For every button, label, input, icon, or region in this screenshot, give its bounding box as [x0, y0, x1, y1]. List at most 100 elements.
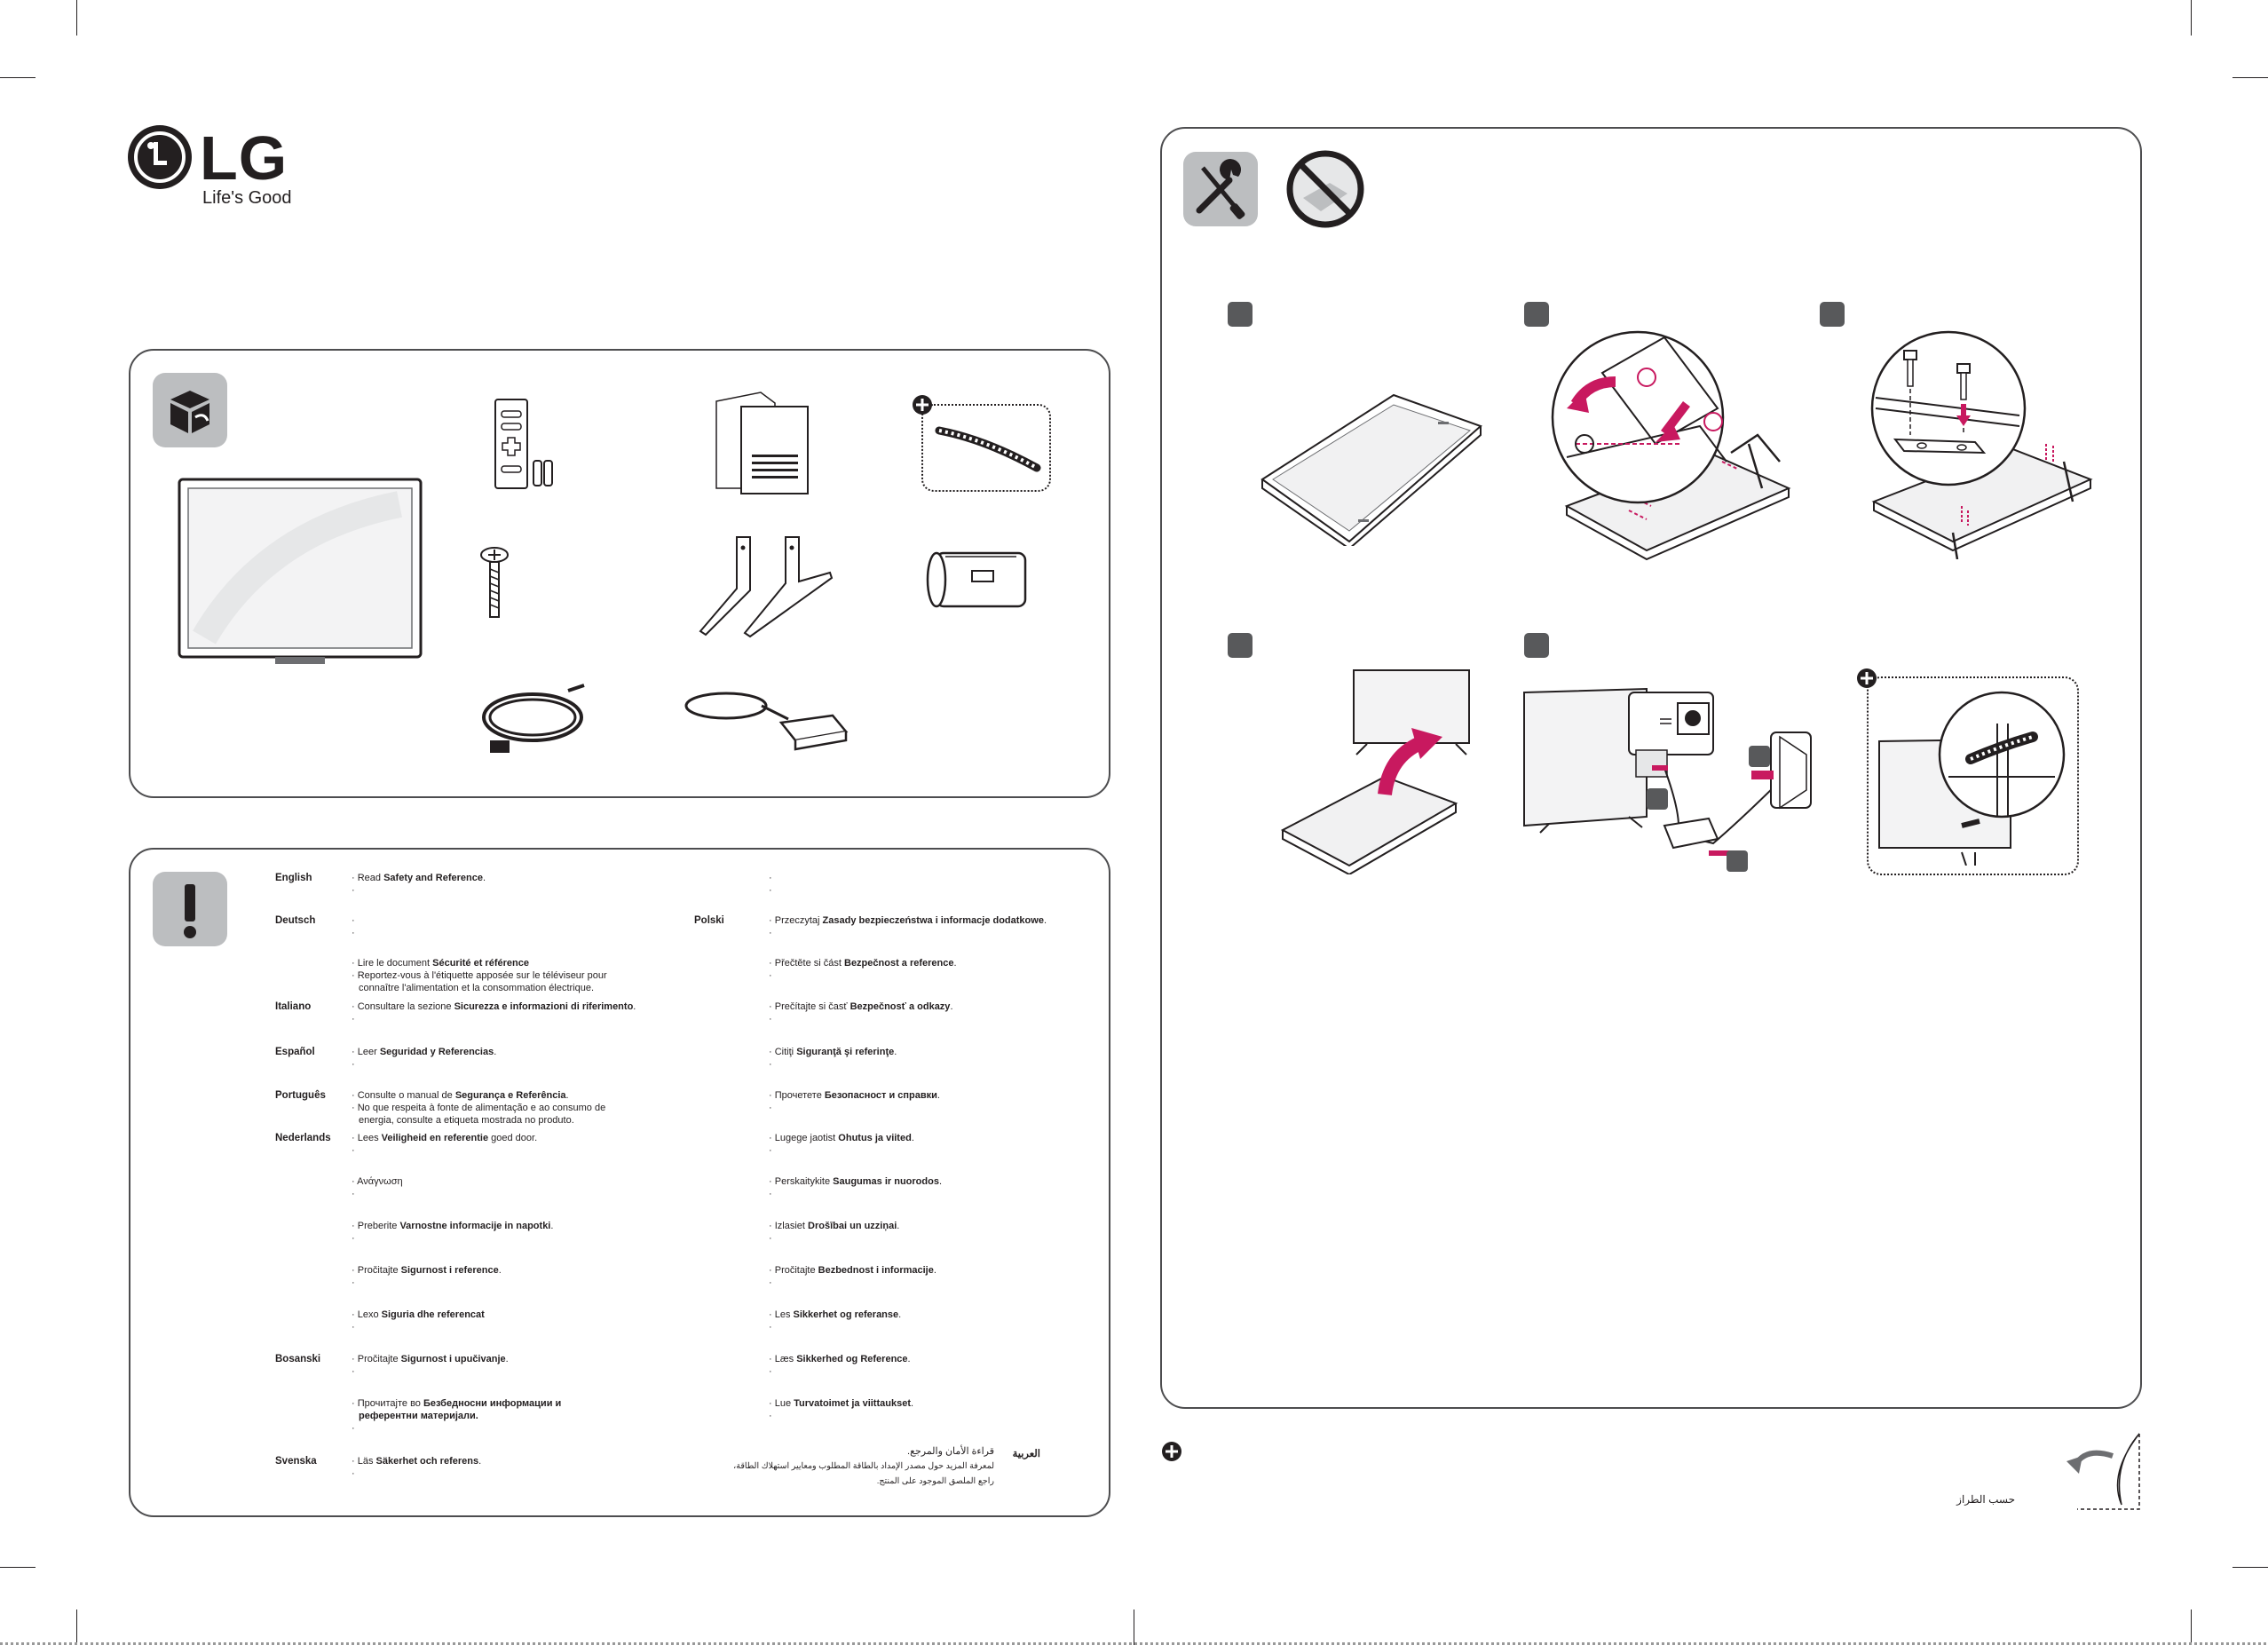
safety-line: · Прочетете Безопасност и справки.: [769, 1090, 940, 1101]
lang-label: Polski: [694, 915, 724, 926]
safety-line-dot: ·: [352, 1059, 355, 1070]
remote-control-icon: [494, 399, 553, 489]
crop-mark: [2191, 1609, 2192, 1645]
arabic-line: راجع الملصق الموجود على المنتج.: [876, 1476, 994, 1486]
safety-note: · No que respeita à fonte de alimentação…: [352, 1103, 606, 1113]
tv-face-down-illustration: [1260, 393, 1482, 546]
safety-line-dot: ·: [769, 873, 772, 883]
lang-label-arabic: العربية: [1012, 1449, 1040, 1459]
lang-label: English: [275, 873, 312, 883]
no-sharp-surface-icon: [1286, 150, 1364, 228]
safety-line: · Les Sikkerhet og referanse.: [769, 1309, 902, 1320]
safety-line: · Pročitajte Bezbednost i informacije.: [769, 1265, 936, 1276]
ac-adapter-icon: [684, 692, 849, 751]
lang-label: Svenska: [275, 1456, 317, 1467]
logo-text: LG: [200, 123, 288, 193]
safety-line: · Preberite Varnostne informacije in nap…: [352, 1221, 554, 1231]
safety-line-dot: ·: [769, 970, 772, 981]
safety-line-dot: ·: [352, 1277, 355, 1288]
safety-line: · Lue Turvatoimet ja viittaukset.: [769, 1398, 914, 1409]
tools-icon: [1183, 152, 1258, 226]
crop-mark: [2232, 1567, 2268, 1568]
lang-label: Español: [275, 1047, 315, 1057]
model-note: حسب الطراز: [1956, 1493, 2015, 1506]
arabic-line: لمعرفة المزيد حول مصدر الإمداد بالطاقة ا…: [733, 1461, 994, 1471]
safety-line-dot: ·: [352, 885, 355, 896]
safety-line: · Lees Veiligheid en referentie goed doo…: [352, 1133, 538, 1143]
safety-line: · Přečtěte si část Bezpečnost a referenc…: [769, 958, 957, 969]
safety-line: · Ανάγνωση: [352, 1176, 403, 1187]
safety-panel: [129, 848, 1110, 1517]
safety-line-dot: ·: [352, 1423, 355, 1434]
lg-face-icon: [128, 125, 192, 189]
plus-circle-icon: [1857, 668, 1877, 688]
step-3-marker: [1820, 302, 1845, 327]
safety-line-dot: ·: [769, 1411, 772, 1421]
step-1-marker: [1228, 302, 1253, 327]
stand-legs-icon: [699, 536, 834, 638]
safety-line-dot: ·: [769, 1059, 772, 1070]
safety-line-dot: ·: [769, 1014, 772, 1024]
safety-line: · Prečítajte si časť Bezpečnosť a odkazy…: [769, 1001, 953, 1012]
safety-line-dot: ·: [769, 1366, 772, 1377]
safety-line-dot: ·: [769, 885, 772, 896]
attach-stand-illustration: [1551, 330, 1791, 561]
crop-mark: [2191, 0, 2192, 36]
crop-mark: [76, 0, 77, 36]
safety-line-dot: ·: [352, 928, 355, 938]
warning-icon: [153, 872, 227, 946]
safety-line-dot: ·: [769, 1233, 772, 1244]
safety-line: · Read Safety and Reference.: [352, 873, 486, 883]
safety-line-dot: ·: [352, 1468, 355, 1479]
safety-note: energia, consulte a etiqueta mostrada no…: [359, 1115, 574, 1126]
safety-note: референтни материјали.: [359, 1411, 478, 1421]
safety-line: · Consultare la sezione Sicurezza e info…: [352, 1001, 636, 1012]
safety-line: · Lire le document Sécurité et référence: [352, 958, 529, 969]
lang-label: Português: [275, 1090, 326, 1101]
tagline: Life's Good: [202, 188, 292, 208]
power-cord-icon: [482, 684, 585, 753]
step-2-marker: [1524, 302, 1549, 327]
crop-mark: [0, 77, 36, 78]
cable-holder-icon: [935, 426, 1041, 472]
box-icon: [153, 373, 227, 447]
safety-line: · Læs Sikkerhed og Reference.: [769, 1354, 911, 1364]
lang-label: Deutsch: [275, 915, 316, 926]
safety-line-dot: ·: [352, 1145, 355, 1156]
safety-line-dot: ·: [769, 1322, 772, 1333]
optional-cable-holder-box: [1867, 676, 2079, 875]
safety-line-dot: ·: [352, 1366, 355, 1377]
safety-line: · Consulte o manual de Segurança e Refer…: [352, 1090, 569, 1101]
lift-tv-illustration: [1280, 669, 1470, 874]
lang-label: Bosanski: [275, 1354, 321, 1364]
safety-line: · Izlasiet Drošībai un uzziņai.: [769, 1221, 900, 1231]
safety-line: · Lexo Siguria dhe referencat: [352, 1309, 485, 1320]
step-5-marker: [1524, 633, 1549, 658]
lang-label: Nederlands: [275, 1133, 331, 1143]
cable-management-illustration: [1878, 691, 2066, 866]
crop-mark: [76, 1609, 77, 1645]
page-turn-icon: [2066, 1433, 2140, 1510]
safety-line-dot: ·: [352, 1014, 355, 1024]
connect-power-illustration: [1523, 687, 1812, 872]
arabic-line: قراءة الأمان والمرجع.: [907, 1446, 994, 1457]
safety-line-dot: ·: [769, 1103, 772, 1113]
safety-line: · Прочитајте во Безбедносни информации и: [352, 1398, 562, 1409]
safety-line: · Pročitajte Sigurnost i upučivanje.: [352, 1354, 509, 1364]
safety-line-dot: ·: [769, 1277, 772, 1288]
tv-illustration: [178, 478, 423, 664]
bottom-trim: [0, 1642, 2268, 1645]
safety-line-dot: ·: [769, 1145, 772, 1156]
safety-line: · Pročitajte Sigurnost i reference.: [352, 1265, 502, 1276]
optional-item-box: [921, 404, 1051, 492]
crop-mark: [0, 1567, 36, 1568]
safety-line: · Przeczytaj Zasady bezpieczeństwa i inf…: [769, 915, 1047, 926]
screw-stand-illustration: [1870, 330, 2093, 559]
step-4-marker: [1228, 633, 1253, 658]
manual-documents-icon: [715, 391, 809, 494]
safety-note: · Reportez-vous à l'étiquette apposée su…: [352, 970, 607, 981]
lang-label: Italiano: [275, 1001, 312, 1012]
safety-line: · Perskaitykite Saugumas ir nuorodos.: [769, 1176, 943, 1187]
plus-circle-icon: [913, 395, 932, 415]
screw-icon: [480, 547, 509, 618]
